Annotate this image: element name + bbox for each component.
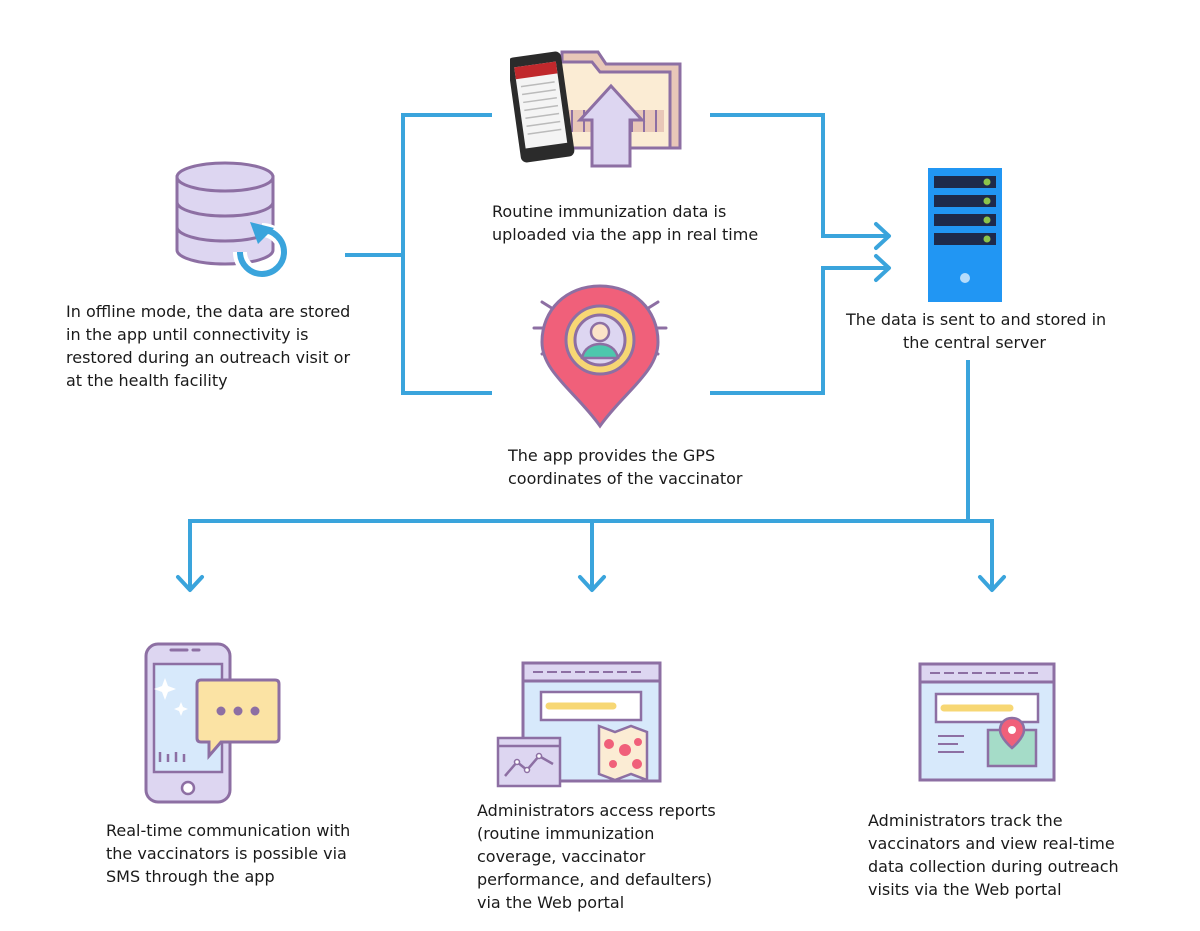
web-reports-map-icon [496,661,662,788]
connector-gps-to-server [710,266,888,395]
gps-caption: The app provides the GPS coordinates of … [508,446,743,488]
phone-folder-upload-icon [510,50,682,168]
database-sync-icon [175,161,291,281]
reports-caption: Administrators access reports (routine i… [477,801,716,912]
arrowhead-gps-to-server [874,254,891,282]
server-caption: The data is sent to and stored in the ce… [846,310,1107,352]
connector-upload-to-server [710,113,888,238]
offline-storage-caption: In offline mode, the data are stored in … [66,302,351,390]
arrowhead-upload-to-server [874,222,891,250]
arrowhead-reports [578,575,606,592]
phone-chat-icon [144,642,281,804]
routine-upload-caption: Routine immunization data is uploaded vi… [492,202,759,244]
sms-caption: Real-time communication with the vaccina… [106,821,351,886]
server-icon [928,168,1002,302]
arrowhead-tracking [978,575,1006,592]
connector-split-to-upload [401,113,492,395]
arrowhead-sms [176,575,204,592]
location-pin-person-icon [532,284,668,429]
web-location-tracking-icon [918,662,1056,782]
tracking-caption: Administrators track the vaccinators and… [868,811,1119,899]
